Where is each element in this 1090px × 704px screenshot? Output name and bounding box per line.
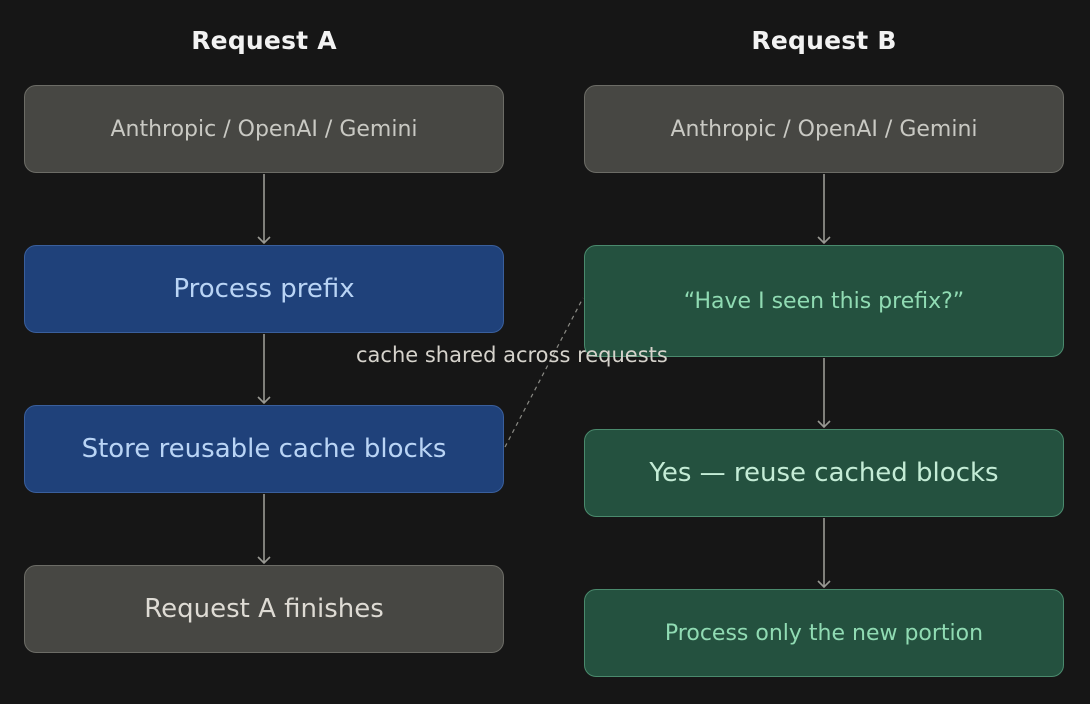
seen-prefix-question-box: “Have I seen this prefix?” bbox=[584, 245, 1064, 357]
cache-shared-label: cache shared across requests bbox=[356, 343, 668, 367]
process-new-portion-box: Process only the new portion bbox=[584, 589, 1064, 677]
process-prefix-box: Process prefix bbox=[24, 245, 504, 333]
column-title-request-b: Request B bbox=[751, 26, 897, 55]
request-a-finishes-box: Request A finishes bbox=[24, 565, 504, 653]
column-title-request-a: Request A bbox=[191, 26, 337, 55]
request-a-provider-box: Anthropic / OpenAI / Gemini bbox=[24, 85, 504, 173]
reuse-cached-blocks-box: Yes — reuse cached blocks bbox=[584, 429, 1064, 517]
request-b-provider-box: Anthropic / OpenAI / Gemini bbox=[584, 85, 1064, 173]
store-cache-blocks-box: Store reusable cache blocks bbox=[24, 405, 504, 493]
cache-link-dashed bbox=[504, 297, 584, 448]
